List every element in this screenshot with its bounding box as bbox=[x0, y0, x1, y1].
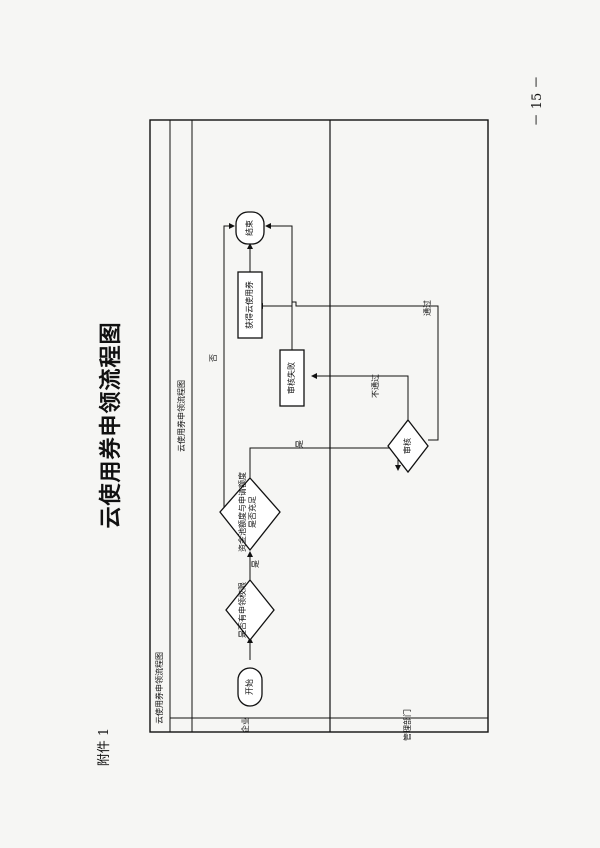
edge-check-end bbox=[223, 223, 235, 512]
node-fail-label: 审核失败 bbox=[287, 362, 296, 394]
inner-pool-label: 云使用券申领流程图 bbox=[177, 380, 186, 452]
node-start-label: 开始 bbox=[245, 679, 254, 695]
edge-label-fail: 不通过 bbox=[371, 374, 380, 398]
node-login-shape bbox=[225, 578, 275, 642]
edge-review-fail bbox=[311, 373, 409, 420]
node-review-shape bbox=[387, 418, 429, 474]
node-end-shape bbox=[235, 211, 265, 245]
node-review-label: 审核 bbox=[403, 438, 412, 454]
edge-label-no: 否 bbox=[209, 354, 218, 362]
edge-label-pass: 通过 bbox=[423, 300, 432, 316]
node-check-shape bbox=[219, 477, 281, 552]
pool-frame bbox=[149, 119, 489, 733]
pool-label: 云使用券申领流程图 bbox=[155, 652, 164, 724]
edge-fail-end bbox=[265, 223, 293, 350]
lane-label-admin: 管理部门 bbox=[403, 709, 412, 741]
node-check-label: 资金池额度与申请额度是否充足 bbox=[238, 472, 257, 552]
edge-label-yes-1: 是 bbox=[251, 560, 260, 568]
node-login-label: 是否有申领权限 bbox=[238, 582, 247, 638]
node-start-shape bbox=[237, 667, 263, 707]
edge-check-review bbox=[249, 447, 401, 480]
edge-label-yes-2: 是 bbox=[295, 440, 304, 448]
node-end-label: 结束 bbox=[245, 220, 254, 236]
node-get-label: 获得云使用券 bbox=[245, 281, 254, 329]
lane-label-enterprise: 企业 bbox=[241, 717, 250, 733]
node-fail-shape bbox=[279, 349, 305, 407]
node-get-shape bbox=[237, 271, 263, 339]
